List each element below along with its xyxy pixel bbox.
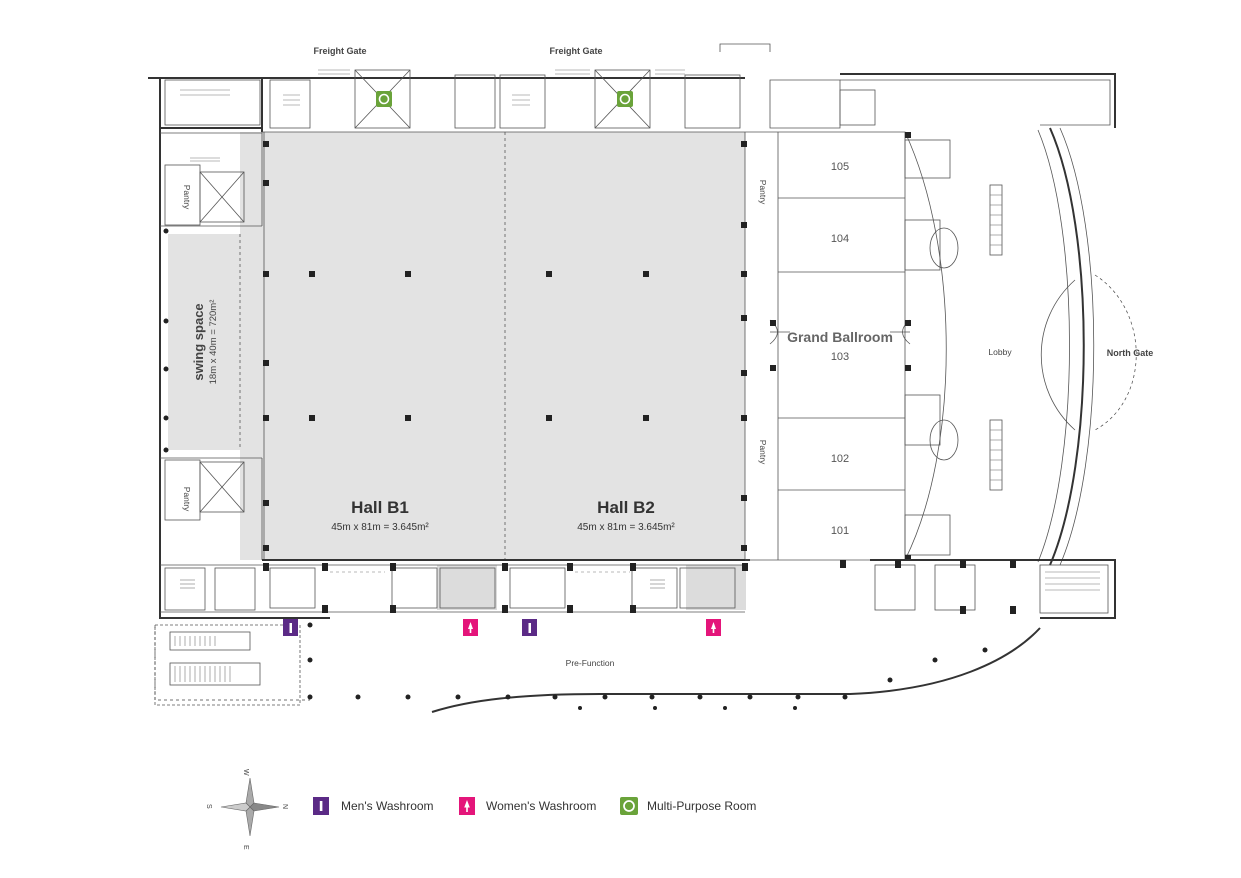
mens-washroom-icon[interactable] (283, 619, 298, 636)
room-105[interactable]: 105 (831, 161, 849, 173)
hall-b2-title: Hall B2 (597, 498, 655, 517)
hall-b1-area[interactable] (240, 132, 505, 560)
womens-washroom-icon[interactable] (463, 619, 478, 636)
freight-gate-label-2: Freight Gate (549, 46, 602, 56)
pantry-label-3: Pantry (758, 180, 768, 205)
womens-washroom-icon[interactable] (706, 619, 721, 636)
pantry-label-4: Pantry (758, 440, 768, 465)
washroom-band-gray (437, 565, 497, 610)
pantry-label-2: Pantry (182, 487, 192, 512)
swing-space-title: swing space (191, 303, 206, 380)
hall-b2-dimension: 45m x 81m = 3.645m² (577, 522, 675, 533)
legend-mens-label: Men's Washroom (341, 799, 434, 813)
washroom-band-gray-2 (686, 565, 746, 610)
swing-space-dimension: 18m x 40m = 720m² (208, 300, 219, 385)
multi-purpose-room-icon[interactable] (617, 91, 633, 107)
grand-ballroom-title: Grand Ballroom (787, 329, 893, 345)
compass-n: N (281, 804, 288, 809)
room-104[interactable]: 104 (831, 233, 849, 245)
compass-e: E (242, 845, 249, 850)
room-103[interactable]: 103 (831, 351, 849, 363)
compass-rose-icon: W E S N (205, 769, 288, 850)
mens-washroom-icon (313, 797, 329, 815)
hall-columns (163, 141, 747, 551)
swing-space-area (168, 234, 240, 450)
multi-purpose-room-icon (620, 797, 638, 815)
lobby-label: Lobby (988, 347, 1012, 357)
hall-b2-area[interactable] (505, 132, 745, 560)
room-102[interactable]: 102 (831, 453, 849, 465)
legend-womens-label: Women's Washroom (486, 799, 596, 813)
compass-s: S (205, 804, 212, 809)
womens-washroom-icon (459, 797, 475, 815)
pre-function-label: Pre-Function (566, 658, 615, 668)
multi-purpose-room-icon[interactable] (376, 91, 392, 107)
hall-b1-dimension: 45m x 81m = 3.645m² (331, 522, 429, 533)
pantry-label-1: Pantry (182, 185, 192, 210)
north-gate-label: North Gate (1107, 348, 1154, 358)
compass-w: W (242, 769, 249, 776)
freight-gate-label-1: Freight Gate (313, 46, 366, 56)
legend: Men's Washroom Women's Washroom Multi-Pu… (313, 797, 756, 815)
room-101[interactable]: 101 (831, 525, 849, 537)
mens-washroom-icon[interactable] (522, 619, 537, 636)
legend-multi-purpose-label: Multi-Purpose Room (647, 799, 756, 813)
hall-b1-title: Hall B1 (351, 498, 409, 517)
